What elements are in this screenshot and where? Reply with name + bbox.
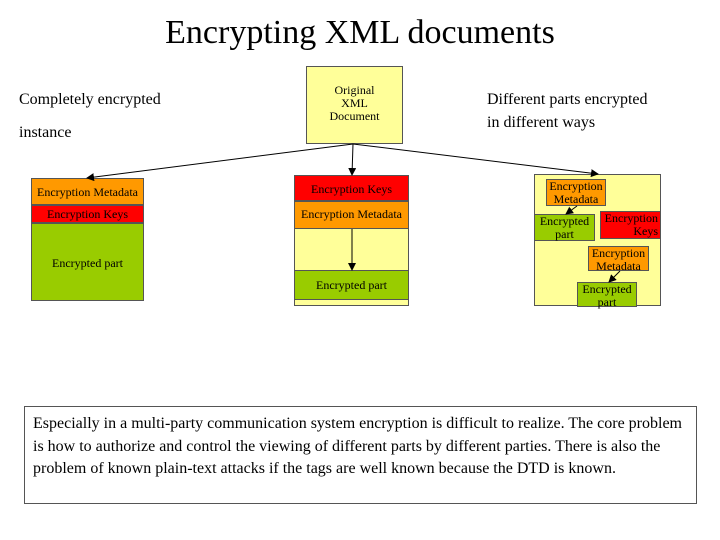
right-encrypted-part-1: Encrypted part: [534, 214, 595, 241]
right-metadata1-line1: Encryption: [549, 179, 603, 193]
left-encryption-keys: Encryption Keys: [31, 205, 144, 223]
right-metadata2-line1: Encryption: [591, 246, 646, 260]
right-encryption-metadata-2: Encryption Metadata: [588, 246, 649, 273]
right-keys-line2: Keys: [633, 224, 658, 238]
right-part2-line1: Encrypted: [582, 282, 632, 296]
original-line2: XML: [341, 96, 368, 110]
explanation-text-box: Especially in a multi-party communicatio…: [24, 406, 697, 504]
arrow-to-right-document: [352, 143, 599, 178]
original-line3: Document: [329, 109, 380, 123]
right-encrypted-part-2: Encrypted part: [577, 282, 637, 309]
left-label-line2: instance: [19, 124, 72, 141]
right-label-line2: in different ways: [487, 114, 596, 131]
right-label-line1: Different parts encrypted: [487, 91, 648, 108]
page-title: Encrypting XML documents: [165, 14, 555, 51]
right-metadata1-line2: Metadata: [553, 192, 599, 206]
arrow-to-middle-document: [348, 143, 357, 176]
right-part1-line1: Encrypted: [539, 214, 590, 228]
arrow-right-metadata2-to-part2: [608, 270, 621, 283]
right-keys-line1: Encryption: [604, 211, 658, 225]
middle-encryption-metadata: Encryption Metadata: [294, 201, 409, 229]
original-document-box: Original XML Document: [306, 66, 403, 144]
middle-encrypted-part: Encrypted part: [294, 270, 409, 300]
right-part1-line2: part: [555, 227, 574, 241]
right-encryption-metadata-1: Encryption Metadata: [546, 179, 606, 206]
right-metadata2-line2: Metadata: [596, 259, 641, 273]
arrow-to-left-document: [86, 143, 354, 182]
right-part2-line2: part: [597, 295, 617, 309]
left-encrypted-part: Encrypted part: [31, 223, 144, 301]
original-line1: Original: [334, 83, 375, 97]
left-label-line1: Completely encrypted: [19, 91, 161, 108]
arrow-right-metadata-to-part: [565, 205, 578, 215]
right-encryption-keys: Encryption Keys: [600, 211, 661, 239]
